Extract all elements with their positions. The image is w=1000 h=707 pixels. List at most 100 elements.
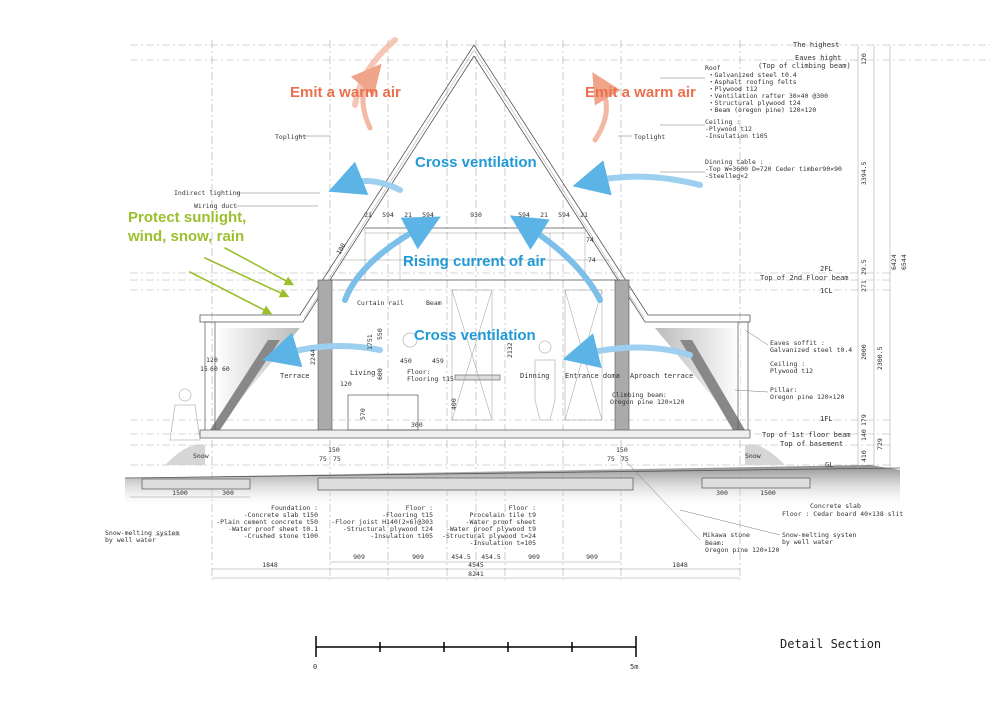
svg-text:909: 909 [586, 553, 598, 561]
svg-text:Foundation :: Foundation : [271, 504, 318, 512]
svg-text:75: 75 [607, 455, 615, 463]
svg-text:-Floor joist H140(2×6)@303: -Floor joist H140(2×6)@303 [331, 518, 433, 526]
floor-slab [199, 429, 751, 439]
emit-warm-air-right: Emit a warm air [585, 84, 696, 101]
svg-text:21: 21 [580, 211, 588, 219]
svg-text:-Water proof sheet t0.1: -Water proof sheet t0.1 [228, 525, 318, 533]
svg-text:3394.5: 3394.5 [860, 161, 868, 185]
emit-warm-air-left: Emit a warm air [290, 84, 401, 101]
svg-text:Ceiling :: Ceiling : [705, 118, 740, 126]
level-top-2nd-floor-beam: Top of 2nd Floor beam [760, 274, 849, 282]
note-foundation: Foundation : -Concrete slab t150 -Plain … [216, 504, 318, 540]
svg-text:930: 930 [470, 211, 482, 219]
svg-text:454.5: 454.5 [451, 553, 471, 561]
svg-text:by well water: by well water [782, 538, 833, 546]
svg-text:-Insulation t105: -Insulation t105 [705, 132, 768, 140]
note-eaves-soffit: Eaves soffit : Galvanized steel t0.4 Cei… [770, 339, 852, 401]
svg-text:8241: 8241 [468, 570, 484, 578]
note-dinning-table: Dinning table : -Top W=3600 D=720 Ceder … [705, 158, 842, 180]
svg-text:Dinning table :: Dinning table : [705, 158, 764, 166]
svg-text:Oregon pine 120×120: Oregon pine 120×120 [705, 546, 779, 554]
svg-text:-Structural plywood t24: -Structural plywood t24 [343, 525, 433, 533]
roof [199, 44, 751, 323]
svg-text:140: 140 [860, 429, 868, 441]
svg-text:-Plywood t12: -Plywood t12 [705, 125, 752, 133]
svg-text:600: 600 [376, 368, 384, 380]
level-eaves-height: Eaves hight [795, 54, 841, 62]
svg-text:Eaves soffit :: Eaves soffit : [770, 339, 825, 347]
svg-text:・Asphalt roofing felts: ・Asphalt roofing felts [708, 78, 797, 86]
level-2fl: 2FL [820, 265, 833, 273]
floor-spec: Flooring t15 [407, 375, 454, 383]
svg-text:909: 909 [353, 553, 365, 561]
svg-text:Floor : Cedar board 40×138 sli: Floor : Cedar board 40×138 slit [782, 510, 903, 518]
leader-lines [155, 77, 781, 541]
svg-text:179: 179 [860, 414, 868, 426]
svg-text:120: 120 [340, 380, 352, 388]
snow-right-label: Snow [745, 452, 761, 460]
svg-text:21: 21 [404, 211, 412, 219]
rising-current-label: Rising current of air [403, 253, 546, 270]
misc-dimensions: 1751 550 600 450 459 120 2244 2132 400 5… [200, 236, 629, 463]
svg-text:Roof: Roof [705, 64, 721, 72]
bottom-dimensions: 1500 300 300 1500 909 909 454.5 454.5 90… [130, 489, 776, 579]
cross-ventilation-lower: Cross ventilation [414, 327, 536, 344]
svg-text:300: 300 [222, 489, 234, 497]
svg-text:1848: 1848 [672, 561, 688, 569]
svg-text:・Structural plywood t24: ・Structural plywood t24 [708, 99, 801, 107]
svg-text:-Crushed stone t100: -Crushed stone t100 [244, 532, 318, 540]
snow-right [745, 444, 785, 465]
svg-text:1500: 1500 [172, 489, 188, 497]
level-1cl: 1CL [820, 287, 833, 295]
svg-text:570: 570 [359, 408, 367, 420]
svg-text:-Flooring t15: -Flooring t15 [382, 511, 433, 519]
svg-text:2300.5: 2300.5 [876, 346, 884, 370]
svg-text:Mikawa stone: Mikawa stone [703, 531, 750, 539]
svg-text:410: 410 [860, 450, 868, 462]
drawing-title: Detail Section [780, 637, 881, 651]
note-misc-bottom: Snow-melting system by well water Snow-m… [105, 502, 903, 554]
right-vertical-dimensions: 120 3394.5 29.5 271 2300.5 2000 140 179 … [857, 45, 908, 470]
svg-text:594: 594 [382, 211, 394, 219]
level-top-basement: Top of basement [780, 440, 843, 448]
svg-text:271: 271 [860, 280, 868, 292]
people-silhouettes [169, 332, 556, 441]
sliding-door-left [451, 289, 493, 421]
svg-text:2000: 2000 [860, 344, 868, 360]
svg-text:1500: 1500 [760, 489, 776, 497]
note-ceiling: Ceiling : -Plywood t12 -Insulation t105 [705, 118, 768, 140]
svg-text:・Galvanized steel t0.4: ・Galvanized steel t0.4 [708, 71, 797, 79]
wiring-duct-label: Wiring duct [194, 202, 237, 210]
cross-ventilation-upper: Cross ventilation [415, 154, 537, 171]
svg-text:-Steelleg×2: -Steelleg×2 [705, 172, 748, 180]
svg-text:by well water: by well water [105, 536, 156, 544]
svg-text:21: 21 [364, 211, 372, 219]
svg-text:150: 150 [616, 446, 628, 454]
foundations [141, 477, 811, 491]
svg-text:-Water proof plywood t9: -Water proof plywood t9 [446, 525, 536, 533]
svg-text:Floor :: Floor : [509, 504, 536, 512]
svg-text:・Plywood t12: ・Plywood t12 [708, 85, 758, 93]
svg-text:Snow-melting systen: Snow-melting systen [782, 531, 856, 539]
room-approach-terrace: Aproach terrace [630, 372, 693, 380]
svg-text:75: 75 [333, 455, 341, 463]
scale-start: 0 [313, 663, 317, 671]
svg-text:Floor :: Floor : [406, 504, 433, 512]
svg-text:594: 594 [422, 211, 434, 219]
svg-text:2244: 2244 [309, 349, 317, 365]
svg-text:150: 150 [328, 446, 340, 454]
snow-left [165, 444, 205, 465]
climbing-beam-right [680, 340, 745, 430]
svg-text:-Top W=3600 D=720 Ceder timber: -Top W=3600 D=720 Ceder timber90×90 [705, 165, 842, 173]
toplight-left-label: Toplight [275, 133, 306, 141]
room-terrace: Terrace [280, 372, 310, 380]
floor-label: Floor: [407, 368, 430, 376]
pillar-right [614, 279, 630, 433]
svg-text:120: 120 [206, 356, 218, 364]
eaves-wall-left [204, 321, 216, 433]
note-floor-1: Floor : -Flooring t15 -Floor joist H140(… [331, 504, 433, 540]
svg-text:400: 400 [450, 398, 458, 410]
svg-text:21: 21 [540, 211, 548, 219]
svg-text:Beam:: Beam: [705, 539, 725, 547]
svg-text:74: 74 [588, 256, 596, 264]
